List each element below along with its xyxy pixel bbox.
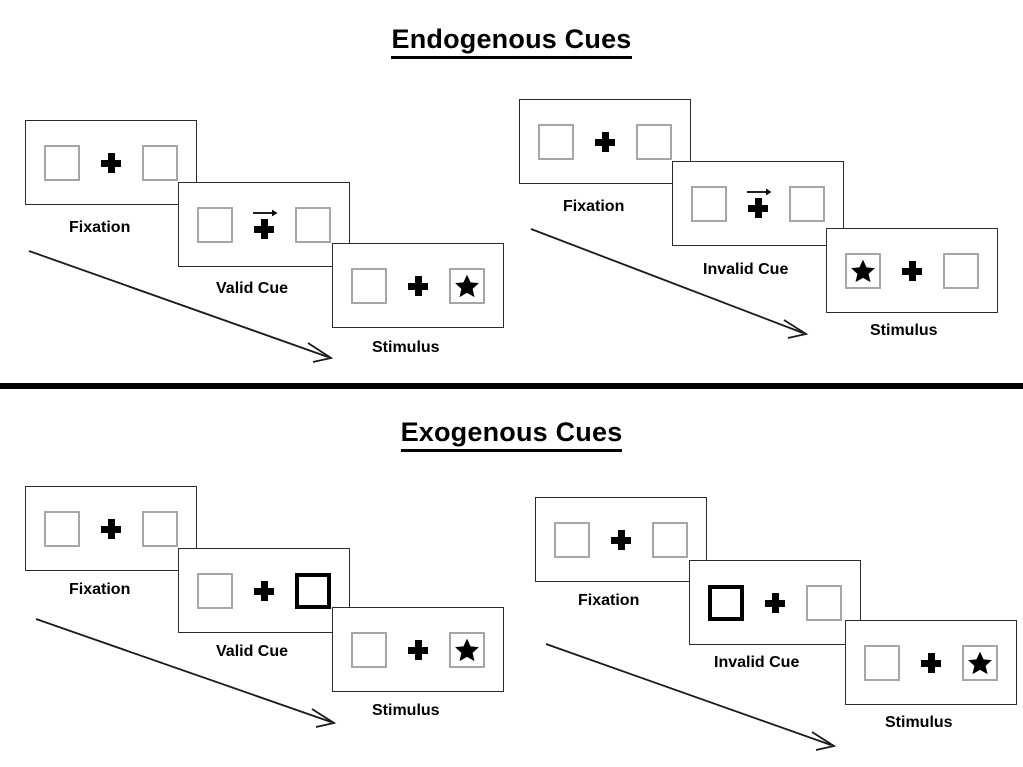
fixation-cross-wrap [251,573,277,609]
fixation-cross-wrap [762,585,788,621]
box-right [806,584,842,621]
panel-content [827,229,997,312]
caption-endogenous-invalid-stimulus: Stimulus [870,322,938,339]
box-right-target [449,267,485,304]
panel-content [333,244,503,327]
panel-endogenous-invalid-stimulus[interactable] [826,228,998,313]
box-right [943,252,979,289]
fixation-cross-wrap [405,268,431,304]
caption-endogenous-valid-stimulus: Stimulus [372,339,440,356]
section-title-exogenous-text: Exogenous Cues [400,417,623,452]
fixation-cross-wrap [918,645,944,681]
panel-content [673,162,843,245]
star-target-icon [968,651,992,674]
panel-endogenous-valid-stimulus[interactable] [332,243,504,328]
panel-content [26,487,196,570]
panel-content [26,121,196,204]
box-left [864,644,900,681]
box-left-target [845,252,881,289]
star-target-icon [455,274,479,297]
fixation-cross-icon [101,518,121,539]
panel-exogenous-invalid-fixation[interactable] [535,497,707,582]
fixation-cross-icon [902,260,922,281]
fixation-cross-icon [611,529,631,550]
box-right [789,185,825,222]
caption-exogenous-invalid-fixation: Fixation [578,592,640,609]
panel-exogenous-invalid-cue[interactable] [689,560,861,645]
section-title-exogenous: Exogenous Cues [0,417,1023,452]
star-target-icon [455,638,479,661]
box-right-target [449,631,485,668]
box-right-target [962,644,998,681]
box-right-cued [295,572,331,609]
panel-content [179,183,349,266]
caption-endogenous-invalid-fixation: Fixation [563,198,625,215]
fixation-cross-icon [101,152,121,173]
fixation-cross-icon [254,580,274,601]
panel-endogenous-valid-cue[interactable] [178,182,350,267]
caption-exogenous-invalid-cue: Invalid Cue [714,654,800,671]
panel-endogenous-invalid-cue[interactable] [672,161,844,246]
caption-exogenous-valid-fixation: Fixation [69,581,131,598]
box-left [197,206,233,243]
box-right [295,206,331,243]
caption-endogenous-invalid-cue: Invalid Cue [703,261,789,278]
fixation-cross-icon [408,275,428,296]
fixation-cross-wrap [899,253,925,289]
section-title-endogenous-text: Endogenous Cues [391,24,632,59]
box-right [636,123,672,160]
box-right [652,521,688,558]
panel-endogenous-invalid-fixation[interactable] [519,99,691,184]
fixation-cross-wrap [592,124,618,160]
fixation-cross-icon [765,592,785,613]
panel-content [520,100,690,183]
box-left [44,510,80,547]
section-title-endogenous: Endogenous Cues [0,24,1023,59]
star-target-icon [851,259,875,282]
fixation-cross-icon [748,197,768,218]
fixation-cross-wrap [405,632,431,668]
fixation-cross-icon [921,652,941,673]
box-right [142,144,178,181]
section-divider [0,383,1023,389]
fixation-cross-icon [408,639,428,660]
caption-endogenous-valid-fixation: Fixation [69,219,131,236]
box-left [351,267,387,304]
panel-content [846,621,1016,704]
flow-arrow-exogenous-invalid [545,643,837,751]
box-left [691,185,727,222]
panel-exogenous-valid-cue[interactable] [178,548,350,633]
panel-exogenous-invalid-stimulus[interactable] [845,620,1017,705]
box-left [351,631,387,668]
flow-arrow-exogenous-valid [35,618,337,728]
panel-content [333,608,503,691]
caption-endogenous-valid-cue: Valid Cue [216,280,289,297]
panel-exogenous-valid-fixation[interactable] [25,486,197,571]
caption-exogenous-valid-stimulus: Stimulus [372,702,440,719]
fixation-cross-wrap [608,522,634,558]
caption-exogenous-invalid-stimulus: Stimulus [885,714,953,731]
fixation-cross-wrap [98,145,124,181]
arrow-right-cue-icon [253,209,278,216]
panel-content [536,498,706,581]
caption-exogenous-valid-cue: Valid Cue [216,643,289,660]
fixation-cross-wrap [98,511,124,547]
arrow-right-cue-icon [747,188,772,195]
fixation-cross-wrap [251,207,278,243]
panel-content [179,549,349,632]
box-left [44,144,80,181]
panel-endogenous-valid-fixation[interactable] [25,120,197,205]
panel-exogenous-valid-stimulus[interactable] [332,607,504,692]
box-left [538,123,574,160]
box-right [142,510,178,547]
box-left-cued [708,584,744,621]
panel-content [690,561,860,644]
fixation-cross-icon [595,131,615,152]
fixation-cross-wrap [745,186,772,222]
box-left [554,521,590,558]
box-left [197,572,233,609]
fixation-cross-icon [254,218,274,239]
